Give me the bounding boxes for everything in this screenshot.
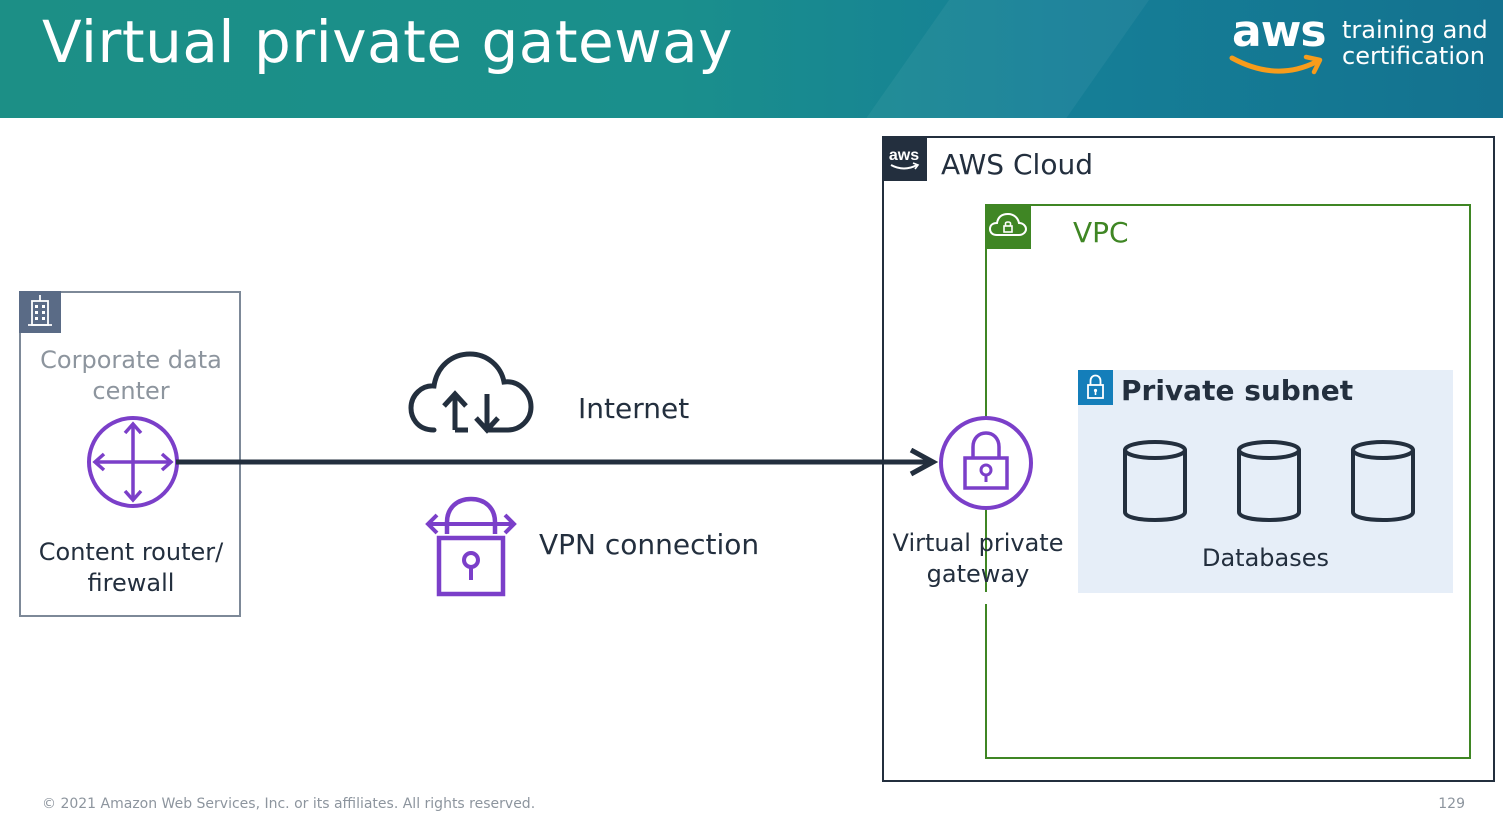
aws-cloud-label: AWS Cloud	[941, 148, 1093, 181]
vpc-label: VPC	[1073, 216, 1129, 249]
connection-arrow	[176, 448, 939, 477]
office-building-icon	[19, 291, 61, 333]
aws-logo-icon: aws	[882, 136, 927, 181]
cloud-upload-download-icon	[408, 351, 534, 434]
brand-tagline-line1: training and	[1342, 16, 1488, 44]
slide-header	[0, 0, 1503, 118]
database-icon	[1123, 440, 1187, 523]
padlock-icon	[1078, 370, 1113, 405]
virtual-private-gateway-label: Virtual private gateway	[892, 529, 1064, 588]
private-subnet-label: Private subnet	[1121, 374, 1354, 407]
header-stripe	[822, 0, 1178, 118]
aws-cloud-group	[882, 136, 1495, 782]
database-icon	[1237, 440, 1301, 523]
router-arrows-icon	[87, 416, 179, 508]
vpc-cloud-lock-icon	[985, 204, 1031, 249]
copyright-notice: © 2021 Amazon Web Services, Inc. or its …	[42, 796, 536, 812]
svg-text:aws: aws	[889, 147, 919, 164]
vpc-border-gap	[983, 592, 991, 604]
database-icon	[1351, 440, 1415, 523]
aws-logo: aws	[1232, 6, 1327, 57]
aws-smile-icon	[1229, 54, 1323, 75]
vpn-connection-label: VPN connection	[539, 528, 760, 561]
gateway-lock-icon	[939, 416, 1033, 510]
internet-label: Internet	[578, 392, 690, 425]
router-label: Content router/ firewall	[38, 538, 224, 597]
slide-title: Virtual private gateway	[42, 8, 734, 76]
page-number: 129	[1438, 796, 1465, 812]
corporate-data-center-label: Corporate data center	[40, 346, 222, 405]
brand-tagline-line2: certification	[1342, 42, 1485, 70]
databases-label: Databases	[1201, 544, 1330, 572]
private-subnet-group	[1078, 370, 1453, 593]
vpn-lock-icon	[425, 496, 517, 597]
